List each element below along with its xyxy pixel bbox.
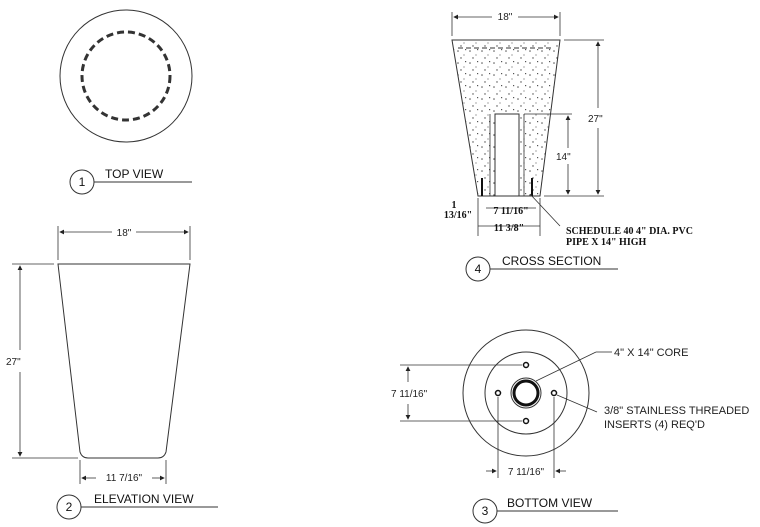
core-inner: [512, 379, 540, 407]
cross-offset-line1: 1: [452, 200, 457, 211]
insert-bottom: [522, 417, 530, 425]
top-view: 1 TOP VIEW: [59, 9, 193, 195]
insert-left: [494, 389, 502, 397]
bottom-insert-note-2: INSERTS (4) REQ'D: [604, 419, 705, 431]
insert-top: [522, 361, 530, 369]
elevation-view: 18" 27" 11 7/16" 2 ELEVATION VIEW: [6, 226, 218, 520]
bottom-title: BOTTOM VIEW: [507, 496, 593, 510]
elevation-top-width: 18": [117, 228, 132, 239]
elevation-bottom-width: 11 7/16": [106, 473, 143, 484]
cross-pipe-height: 14": [556, 152, 571, 163]
insert-leader: [556, 394, 598, 413]
cross-height: 27": [588, 114, 603, 125]
bottom-core-note: 4" X 14" CORE: [614, 347, 688, 359]
cross-pipe-note-2: PIPE X 14" HIGH: [566, 237, 647, 248]
cross-title: CROSS SECTION: [502, 254, 601, 268]
cross-number: 4: [475, 262, 482, 276]
elevation-title: ELEVATION VIEW: [94, 492, 194, 506]
bottom-insert-note-1: 3/8" STAINLESS THREADED: [604, 405, 749, 417]
cross-top-width: 18": [498, 12, 513, 23]
bottom-number: 3: [482, 504, 489, 518]
cross-section-view: 18" 27" 14" 7 11/16" 11 3/8" 1 13/16" SC…: [444, 12, 693, 282]
bottom-outer-circle: [462, 329, 590, 457]
elevation-planter-outline: [57, 263, 191, 459]
insert-right: [550, 389, 558, 397]
top-view-dashed-circle: [80, 30, 172, 122]
core-leader: [535, 351, 597, 382]
pvc-pipe: [494, 113, 520, 197]
bottom-horizontal-dim: 7 11/16": [508, 467, 545, 478]
top-view-number: 1: [79, 175, 86, 189]
elevation-height: 27": [6, 357, 21, 368]
core-outer: [510, 377, 542, 409]
pipe-leader: [529, 193, 561, 227]
cross-inner-width: 7 11/16": [493, 206, 528, 217]
cross-pipe-note-1: SCHEDULE 40 4" DIA. PVC: [566, 226, 693, 237]
bottom-inner-circle: [484, 351, 568, 435]
cross-offset-line2: 13/16": [444, 210, 472, 221]
top-view-title: TOP VIEW: [105, 167, 164, 181]
elevation-number: 2: [66, 500, 73, 514]
top-view-outer-circle: [59, 9, 193, 143]
bottom-view: 7 11/16" 7 11/16" 4" X 14" CORE 3/8" STA…: [391, 329, 749, 524]
bottom-vertical-dim: 7 11/16": [391, 389, 428, 400]
cross-base-width: 11 3/8": [494, 223, 524, 234]
